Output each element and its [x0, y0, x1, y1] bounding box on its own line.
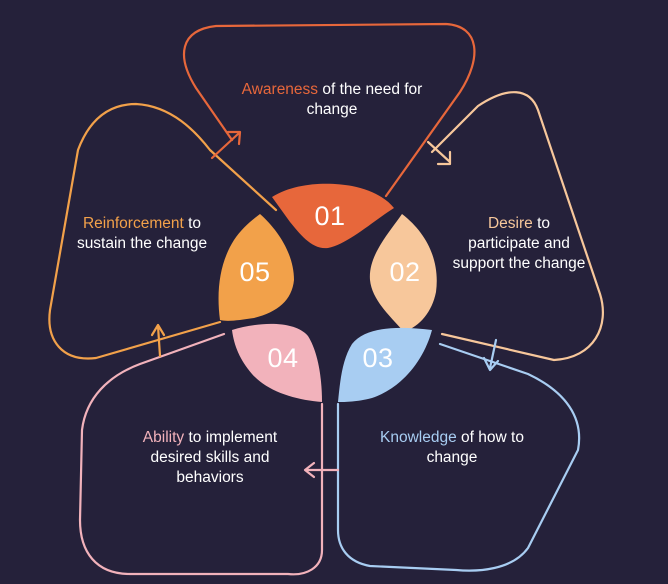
stage-number-knowledge: 03	[362, 343, 393, 373]
arrow-desire	[426, 140, 452, 166]
stage-label-reinforcement: Reinforcement to sustain the change	[66, 214, 218, 254]
stage-keyword-knowledge: Knowledge	[380, 429, 457, 446]
petal-outline-desire	[430, 91, 604, 362]
stage-description-ability: to implement desired skills and behavior…	[150, 429, 278, 486]
stage-label-desire: Desire to participate and support the ch…	[452, 214, 586, 274]
arrow-ability	[303, 461, 340, 479]
petal-outline-ability	[78, 332, 324, 576]
arrow-reinforcement	[150, 323, 166, 358]
stage-description-reinforcement: to sustain the change	[76, 215, 208, 252]
stage-number-reinforcement: 05	[239, 257, 270, 287]
stage-description-awareness: of the need for change	[306, 81, 423, 118]
blob-knowledge	[338, 327, 432, 402]
stage-number-awareness: 01	[314, 201, 345, 231]
stage-number-ability: 04	[267, 343, 298, 373]
petal-outline-reinforcement	[48, 102, 278, 360]
blob-awareness	[272, 183, 394, 249]
arrow-knowledge	[482, 338, 500, 372]
petal-outline-awareness	[182, 22, 476, 198]
stage-label-ability: Ability to implement desired skills and …	[120, 428, 300, 488]
stage-keyword-ability: Ability	[142, 429, 185, 446]
arrow-awareness	[210, 130, 242, 160]
stage-number-desire: 02	[389, 257, 420, 287]
petal-outline-knowledge	[336, 342, 581, 572]
stage-label-awareness: Awareness of the need for change	[218, 80, 446, 120]
stage-keyword-reinforcement: Reinforcement	[82, 215, 184, 232]
stage-label-knowledge: Knowledge of how to change	[362, 428, 542, 468]
blob-reinforcement	[218, 214, 294, 321]
stage-keyword-awareness: Awareness	[241, 81, 319, 98]
blob-ability	[232, 323, 322, 402]
blob-desire	[369, 214, 437, 332]
stage-description-knowledge: of how to change	[426, 429, 524, 466]
stage-keyword-desire: Desire	[487, 215, 533, 232]
stage-description-desire: to participate and support the change	[452, 215, 586, 272]
